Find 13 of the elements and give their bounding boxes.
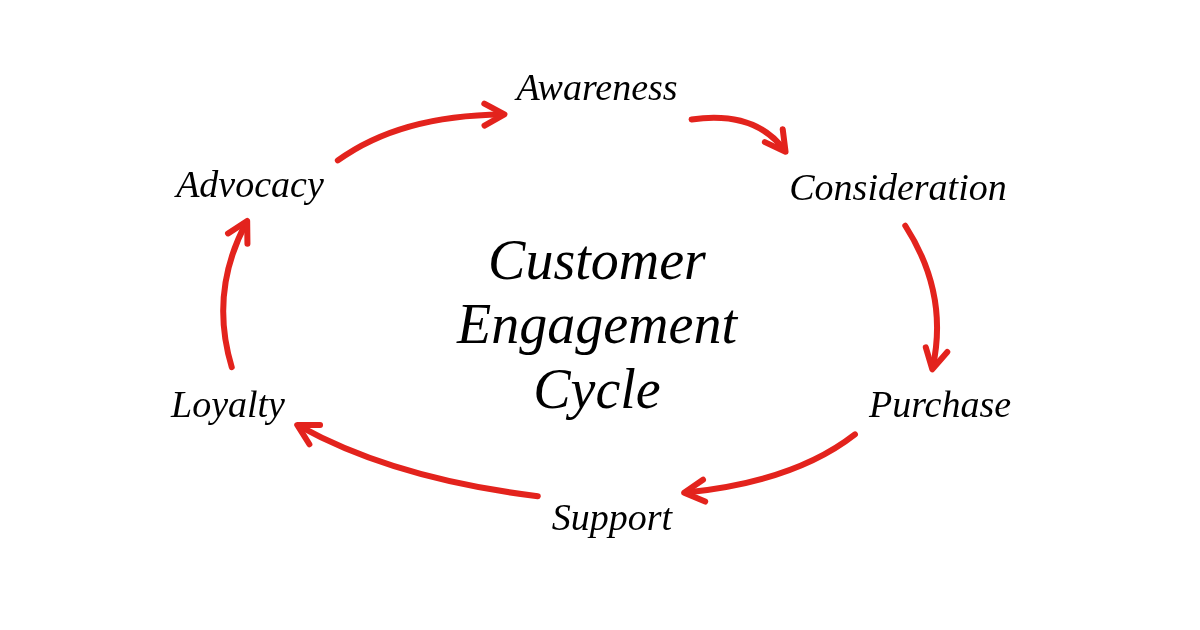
center-title: Customer Engagement Cycle [455, 228, 739, 422]
curved-arrow [334, 100, 508, 164]
curved-arrow [220, 217, 252, 371]
stage-label: Support [551, 495, 673, 541]
curved-arrow [902, 222, 950, 373]
curved-arrow [688, 114, 789, 155]
stage-label: Advocacy [176, 162, 324, 208]
stage-label: Purchase [868, 382, 1012, 428]
stage-label: Awareness [516, 65, 678, 111]
curved-arrow [294, 421, 541, 500]
stage-label: Consideration [789, 165, 1007, 211]
stage-label: Loyalty [171, 382, 285, 428]
curved-arrow [681, 431, 858, 505]
